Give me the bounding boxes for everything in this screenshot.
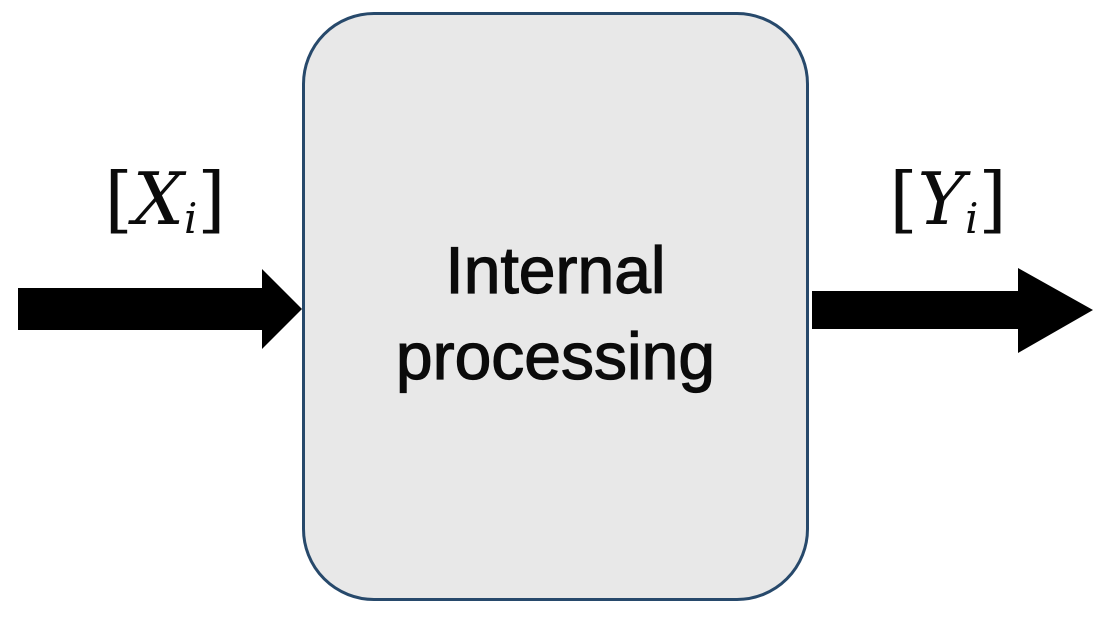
output-label-open-bracket: [: [889, 157, 918, 241]
process-box-label-line2: processing: [395, 318, 716, 393]
input-label: [Xi]: [55, 157, 275, 241]
input-arrow-icon: [18, 269, 302, 349]
output-label-symbol: Y: [917, 157, 966, 241]
input-label-close-bracket: ]: [197, 157, 226, 241]
process-box: Internal processing: [302, 12, 809, 601]
process-box-label: Internal processing: [395, 214, 716, 400]
input-label-open-bracket: [: [104, 157, 133, 241]
output-label-close-bracket: ]: [978, 157, 1007, 241]
output-arrow-icon: [812, 268, 1093, 353]
output-label: [Yi]: [838, 157, 1058, 241]
process-box-label-line1: Internal: [445, 232, 666, 307]
input-label-symbol: X: [132, 157, 184, 241]
input-label-subscript: i: [183, 194, 198, 244]
output-label-subscript: i: [965, 194, 979, 244]
